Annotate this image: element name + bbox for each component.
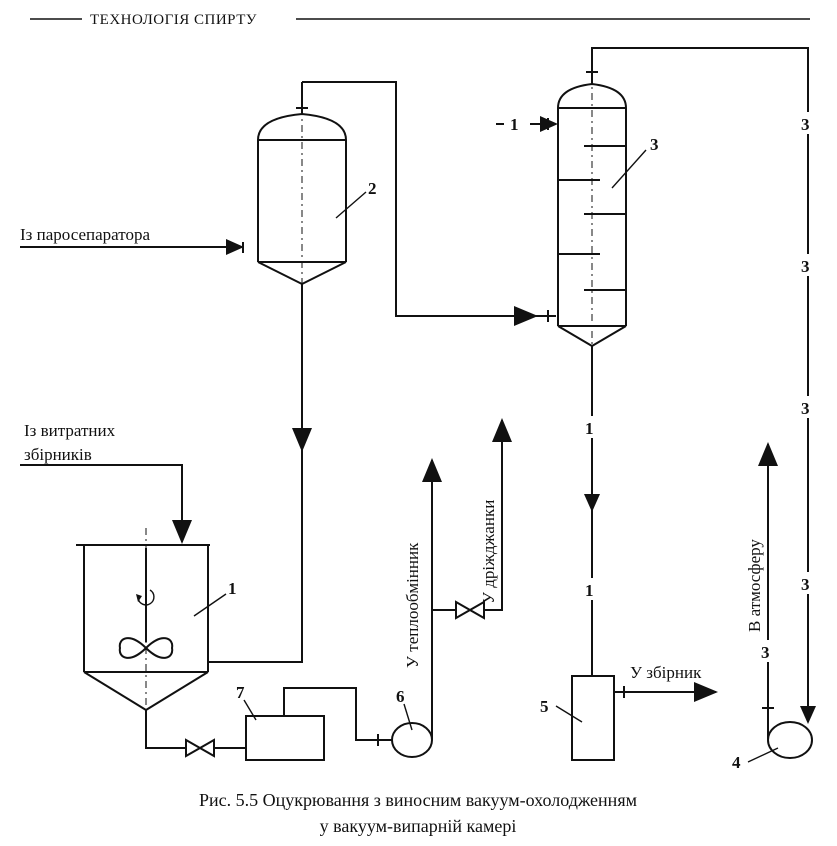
number-1: 1 bbox=[228, 579, 237, 598]
label-to-heat-exchanger: У теплообмінник bbox=[403, 542, 422, 668]
number-7: 7 bbox=[236, 683, 245, 702]
header-title: ТЕХНОЛОГІЯ СПИРТУ bbox=[90, 12, 257, 28]
line3-label-a: 3 bbox=[801, 115, 810, 134]
caption-line-2: у вакуум-випарній камері bbox=[320, 816, 517, 836]
mixer-outlet-line bbox=[145, 710, 186, 749]
line3-label-e: 3 bbox=[761, 643, 770, 662]
number-5: 5 bbox=[540, 697, 549, 716]
mixer-inlet-line bbox=[208, 450, 303, 663]
label-from-tanks-1: Із витратних bbox=[24, 421, 116, 440]
separator-vessel bbox=[257, 82, 347, 290]
yeast-line bbox=[484, 418, 512, 611]
valve-icon bbox=[185, 738, 215, 758]
collector-5 bbox=[571, 675, 615, 761]
line1-feed-label: 1 bbox=[510, 115, 519, 134]
label-from-tanks-2: збірників bbox=[24, 445, 92, 464]
caption-line-1: Рис. 5.5 Оцукрювання з виносним вакуум-о… bbox=[199, 790, 637, 810]
vacuum-line-3 bbox=[591, 47, 809, 705]
line1-label-b: 1 bbox=[585, 581, 594, 600]
vapor-line bbox=[302, 81, 538, 326]
label-to-atmosphere: В атмосферу bbox=[745, 539, 764, 632]
line3-label-d: 3 bbox=[801, 575, 810, 594]
number-2: 2 bbox=[368, 179, 377, 198]
vacuum-pump-4 bbox=[767, 721, 813, 759]
mixer-vessel bbox=[76, 528, 210, 715]
unit7-to-pump-line bbox=[283, 687, 392, 741]
valve-icon-2 bbox=[455, 600, 485, 620]
inlet-tanks-line bbox=[20, 464, 192, 544]
label-to-collector: У збірник bbox=[630, 663, 702, 682]
line1-label-a: 1 bbox=[585, 419, 594, 438]
column-vessel bbox=[557, 76, 627, 350]
label-from-steam-separator: Із паросепаратора bbox=[20, 225, 150, 244]
line3-label-c: 3 bbox=[801, 399, 810, 418]
heat-unit-7 bbox=[245, 715, 325, 761]
number-3: 3 bbox=[650, 135, 659, 154]
rotation-arrow-icon bbox=[137, 589, 155, 606]
label-to-yeast-tanks: У дріжджанки bbox=[479, 500, 498, 604]
number-6: 6 bbox=[396, 687, 405, 706]
number-4: 4 bbox=[732, 753, 741, 772]
page-header: ТЕХНОЛОГІЯ СПИРТУ bbox=[30, 12, 810, 28]
line3-label-b: 3 bbox=[801, 257, 810, 276]
agitator-icon bbox=[118, 637, 174, 659]
